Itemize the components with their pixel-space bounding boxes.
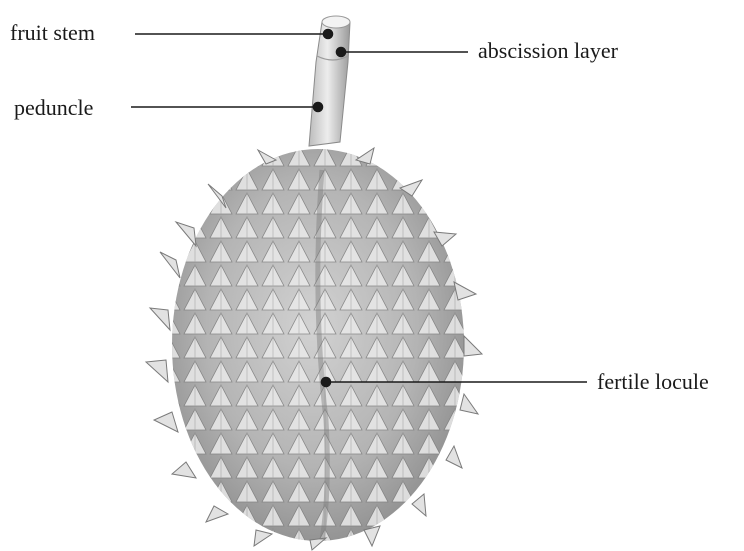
dot-peduncle	[314, 103, 323, 112]
dot-fruit-stem	[324, 30, 333, 39]
dot-abscission	[337, 48, 346, 57]
label-abscission-layer: abscission layer	[478, 40, 618, 62]
label-fertile-locule: fertile locule	[597, 371, 709, 393]
durian-fruit-body	[146, 148, 482, 550]
label-fruit-stem: fruit stem	[10, 22, 95, 44]
label-peduncle: peduncle	[14, 97, 93, 119]
dot-fertile-locule	[322, 378, 331, 387]
